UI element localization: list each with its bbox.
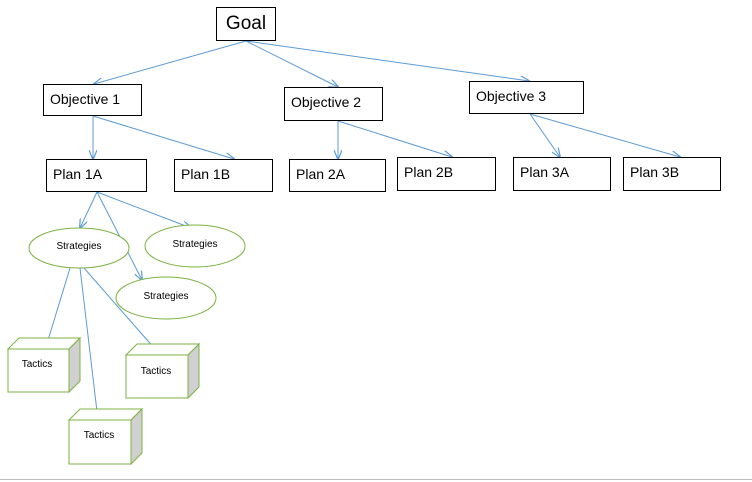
arrow-plan-1a-strategies-1	[80, 191, 98, 228]
objective-3-label: Objective 3	[476, 88, 547, 104]
arrow-goal-objective-1	[94, 40, 247, 84]
tactics-label-1: Tactics	[21, 359, 53, 370]
objective-3-box: Objective 3	[469, 81, 584, 114]
tactics-cube-2	[124, 342, 201, 400]
strategies-label-2: Strategies	[172, 239, 218, 250]
plan-1a-label: Plan 1A	[53, 166, 103, 182]
strategies-oval-1	[28, 227, 130, 269]
arrow-goal-objective-2	[245, 40, 338, 87]
plan-2a-label: Plan 2A	[296, 166, 346, 182]
arrow-objective-3-plan-3a	[529, 113, 560, 157]
strategies-oval-3	[115, 276, 217, 320]
plan-3a-box: Plan 3A	[513, 157, 611, 191]
arrow-objective-3-plan-3b	[529, 113, 680, 157]
plan-2b-box: Plan 2B	[397, 157, 496, 191]
objective-2-label: Objective 2	[291, 94, 362, 110]
plan-3a-label: Plan 3A	[520, 164, 570, 180]
goal-label: Goal	[225, 13, 267, 34]
goal-box: Goal	[216, 7, 276, 41]
plan-3b-label: Plan 3B	[630, 164, 680, 180]
plan-2b-label: Plan 2B	[404, 164, 454, 180]
plan-1b-label: Plan 1B	[181, 166, 231, 182]
tactics-label-3: Tactics	[83, 430, 115, 441]
plan-1a-box: Plan 1A	[46, 159, 147, 192]
arrow-strategies-tactics-3	[83, 267, 162, 357]
objective-2-box: Objective 2	[284, 87, 383, 121]
arrow-objective-2-plan-2b	[337, 120, 452, 157]
strategies-label-1: Strategies	[56, 241, 102, 252]
bottom-divider	[0, 479, 752, 480]
arrow-strategies-tactics-1	[45, 267, 71, 350]
strategies-label-3: Strategies	[143, 291, 189, 302]
arrow-goal-objective-3	[245, 40, 529, 81]
tactics-cube-3	[67, 407, 144, 466]
plan-1b-box: Plan 1B	[174, 159, 273, 192]
plan-3b-box: Plan 3B	[623, 157, 721, 191]
arrow-strategies-tactics-2	[79, 267, 98, 420]
objective-1-label: Objective 1	[50, 91, 121, 107]
arrow-objective-1-plan-1b	[92, 115, 234, 159]
objective-1-box: Objective 1	[43, 84, 142, 116]
plan-2a-box: Plan 2A	[289, 159, 386, 192]
tactics-cube-1	[6, 336, 82, 394]
arrow-plan-1a-strategies-2	[96, 191, 191, 228]
tactics-label-2: Tactics	[140, 366, 172, 377]
strategies-oval-2	[144, 224, 246, 268]
